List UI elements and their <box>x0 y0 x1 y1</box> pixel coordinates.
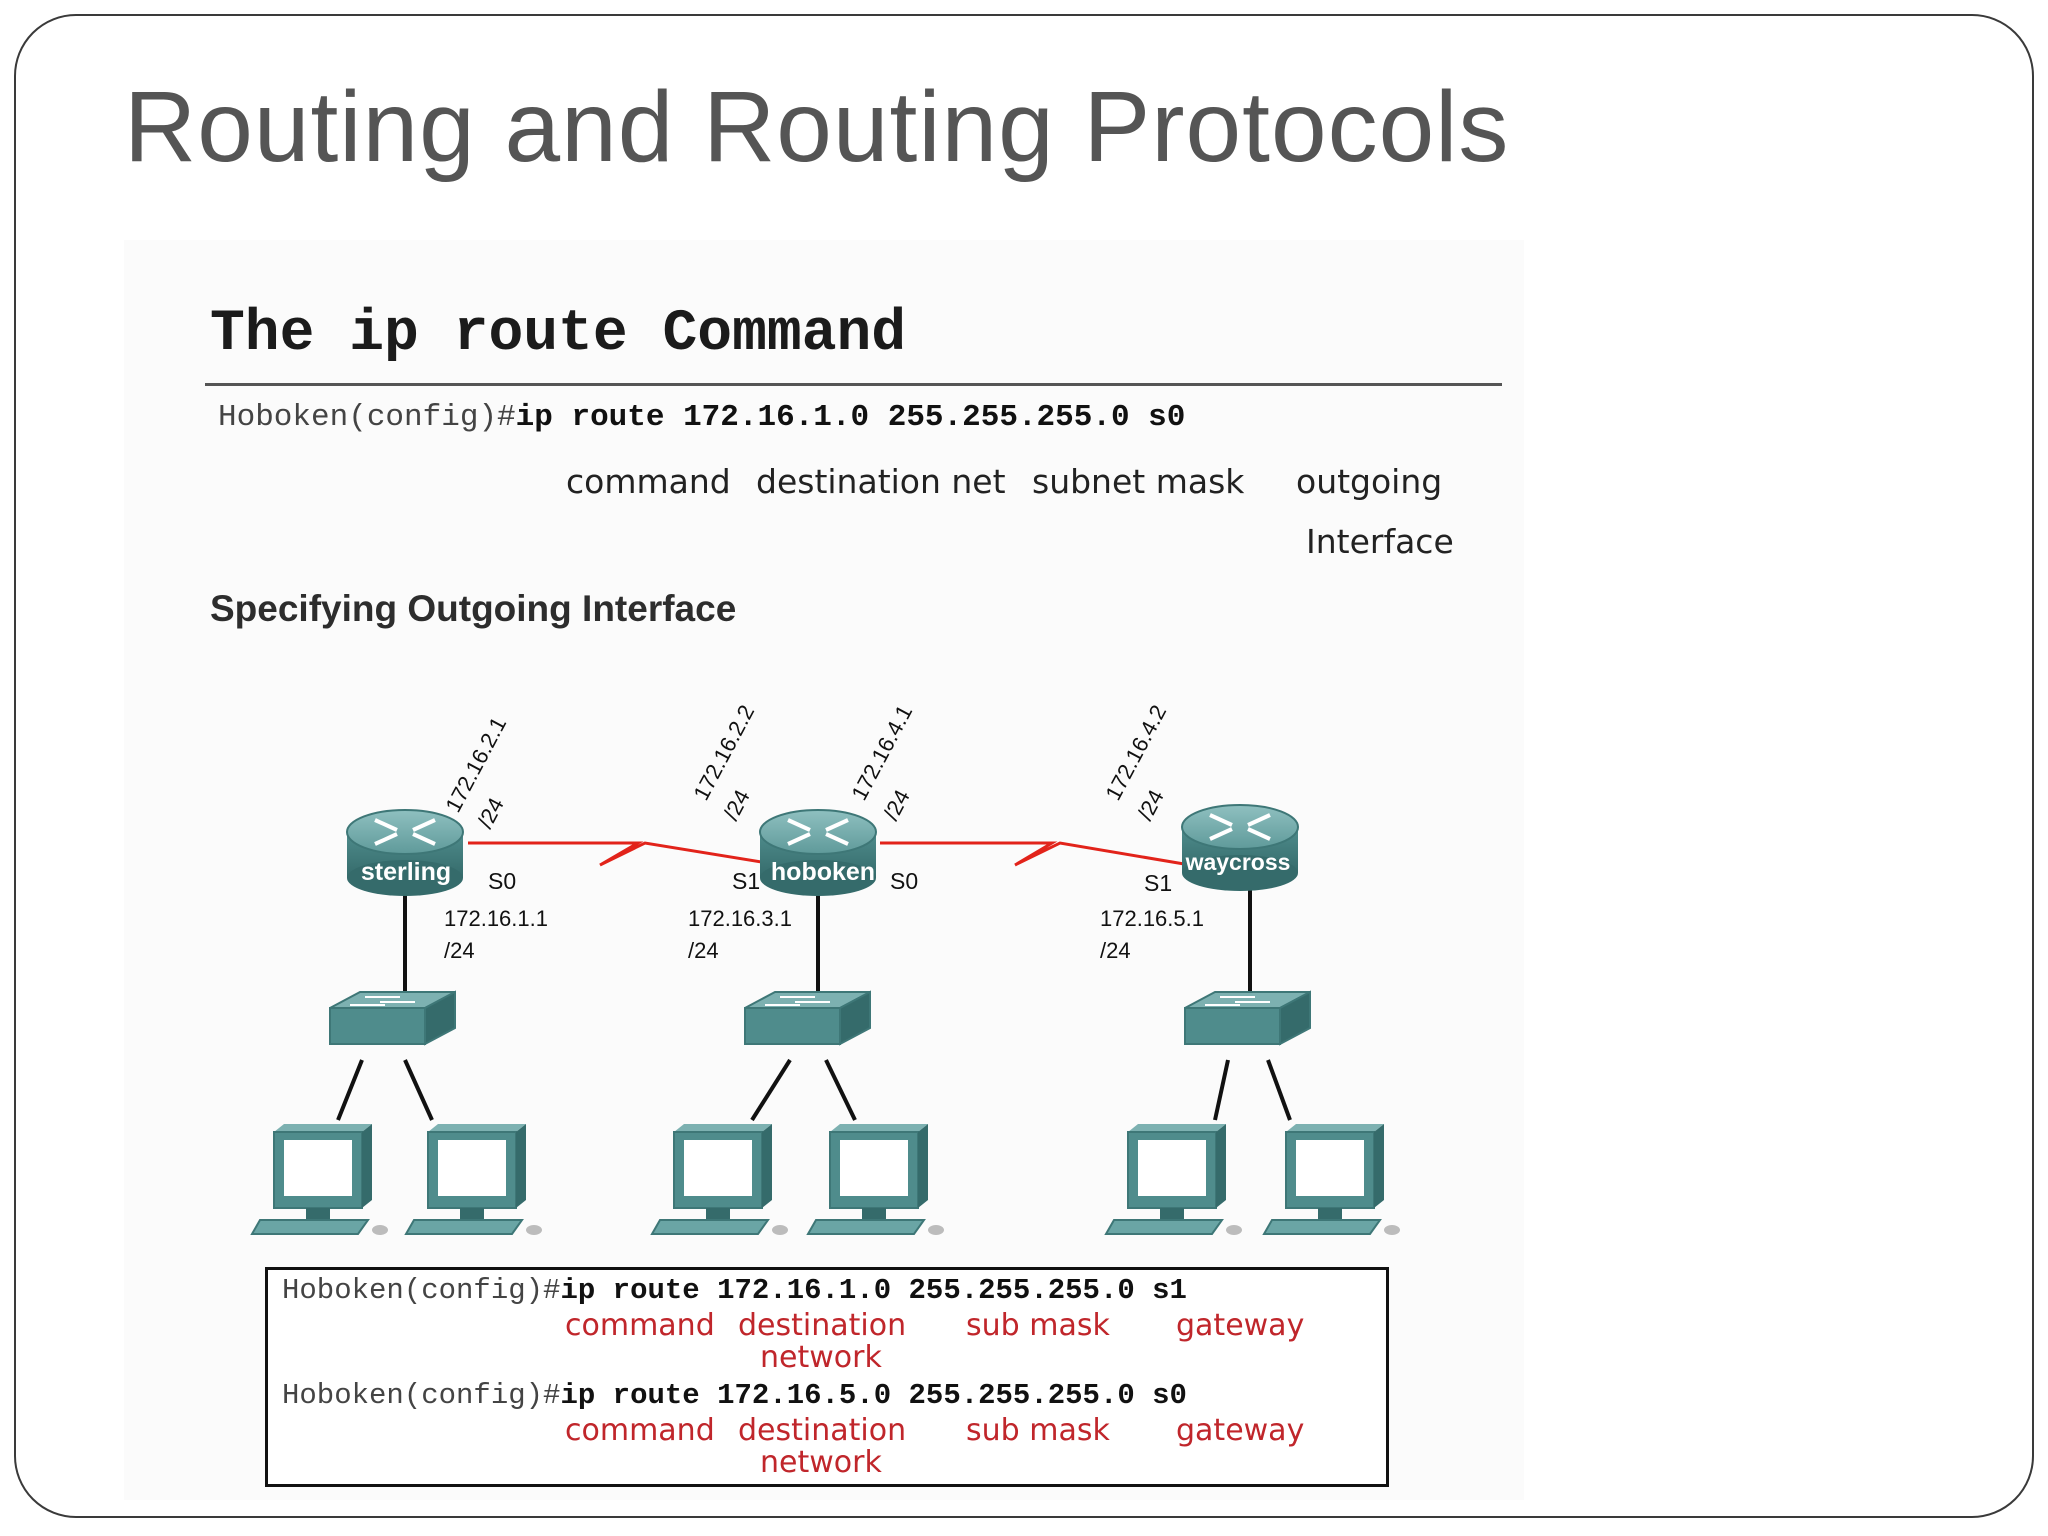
router-sterling-name: sterling <box>361 858 451 886</box>
box-label-destination-2: destination <box>738 1413 907 1448</box>
box-prompt-1: Hoboken(config)# <box>282 1274 561 1307</box>
pc-sterling-1-icon <box>251 1123 389 1236</box>
box-command-1: ip route 172.16.1.0 255.255.255.0 s1 <box>560 1274 1187 1307</box>
pc-waycross-1-icon <box>1105 1123 1243 1236</box>
addr-hoboken-lan: 172.16.3.1 <box>688 906 792 931</box>
ip-route-heading: The ip route Command <box>210 302 907 367</box>
switch-sterling-icon <box>329 991 456 1045</box>
top-command-prompt: Hoboken(config)# <box>218 400 516 435</box>
serial-link-sterling-hoboken <box>468 841 790 867</box>
box-label-gateway-1: gateway <box>1176 1308 1305 1343</box>
pc-hoboken-2-icon <box>807 1123 945 1236</box>
label-command: command <box>566 462 731 501</box>
switch-hoboken-icon <box>744 991 871 1045</box>
box-label-command-1: command <box>565 1308 715 1343</box>
box-command-line-2: Hoboken(config)#ip route 172.16.5.0 255.… <box>282 1379 1187 1412</box>
box-command-2: ip route 172.16.5.0 255.255.255.0 s0 <box>560 1379 1187 1412</box>
section-heading: Specifying Outgoing Interface <box>210 588 737 629</box>
box-label-command-2: command <box>565 1413 715 1448</box>
label-interface: Interface <box>1306 522 1454 561</box>
addr-hoboken-lan-mask: /24 <box>688 938 719 963</box>
addr-waycross-serial: 172.16.4.2 <box>1100 701 1171 805</box>
addr-waycross-lan: 172.16.5.1 <box>1100 906 1204 931</box>
box-label-submask-1: sub mask <box>966 1308 1110 1343</box>
port-sterling-s0: S0 <box>488 868 516 894</box>
label-subnet-mask: subnet mask <box>1032 462 1245 501</box>
switch-waycross-icon <box>1184 991 1311 1045</box>
top-command-text: ip route 172.16.1.0 255.255.255.0 s0 <box>515 400 1186 435</box>
addr-hoboken-s1-serial-mask: /24 <box>718 786 754 825</box>
box-label-network-1: network <box>760 1340 882 1375</box>
addr-sterling-serial: 172.16.2.1 <box>440 713 511 817</box>
addr-sterling-lan-mask: /24 <box>444 938 475 963</box>
slide-title: Routing and Routing Protocols <box>124 71 1510 183</box>
port-hoboken-s1: S1 <box>732 868 760 894</box>
addr-sterling-lan: 172.16.1.1 <box>444 906 548 931</box>
box-label-submask-2: sub mask <box>966 1413 1110 1448</box>
port-hoboken-s0: S0 <box>890 868 918 894</box>
box-label-destination-1: destination <box>738 1308 907 1343</box>
addr-hoboken-s0-serial: 172.16.4.1 <box>846 701 917 805</box>
label-outgoing: outgoing <box>1296 462 1443 501</box>
command-example-box <box>265 1267 1389 1487</box>
pc-hoboken-1-icon <box>651 1123 789 1236</box>
box-label-gateway-2: gateway <box>1176 1413 1305 1448</box>
port-waycross-s1: S1 <box>1144 870 1172 896</box>
addr-waycross-serial-mask: /24 <box>1132 786 1168 825</box>
addr-hoboken-s0-serial-mask: /24 <box>878 786 914 825</box>
pc-sterling-2-icon <box>405 1123 543 1236</box>
heading-divider <box>205 383 1502 386</box>
box-label-network-2: network <box>760 1445 882 1480</box>
top-command-line: Hoboken(config)#ip route 172.16.1.0 255.… <box>218 400 1185 435</box>
addr-waycross-lan-mask: /24 <box>1100 938 1131 963</box>
addr-sterling-serial-mask: /24 <box>472 794 508 833</box>
label-destination-net: destination net <box>756 462 1006 501</box>
router-waycross-icon <box>1180 803 1300 893</box>
addr-hoboken-s1-serial: 172.16.2.2 <box>688 701 759 805</box>
router-hoboken-name: hoboken <box>771 858 875 886</box>
box-prompt-2: Hoboken(config)# <box>282 1379 561 1412</box>
router-waycross-name: waycross <box>1185 849 1291 875</box>
box-command-line-1: Hoboken(config)#ip route 172.16.1.0 255.… <box>282 1274 1187 1307</box>
pc-waycross-2-icon <box>1263 1123 1401 1236</box>
